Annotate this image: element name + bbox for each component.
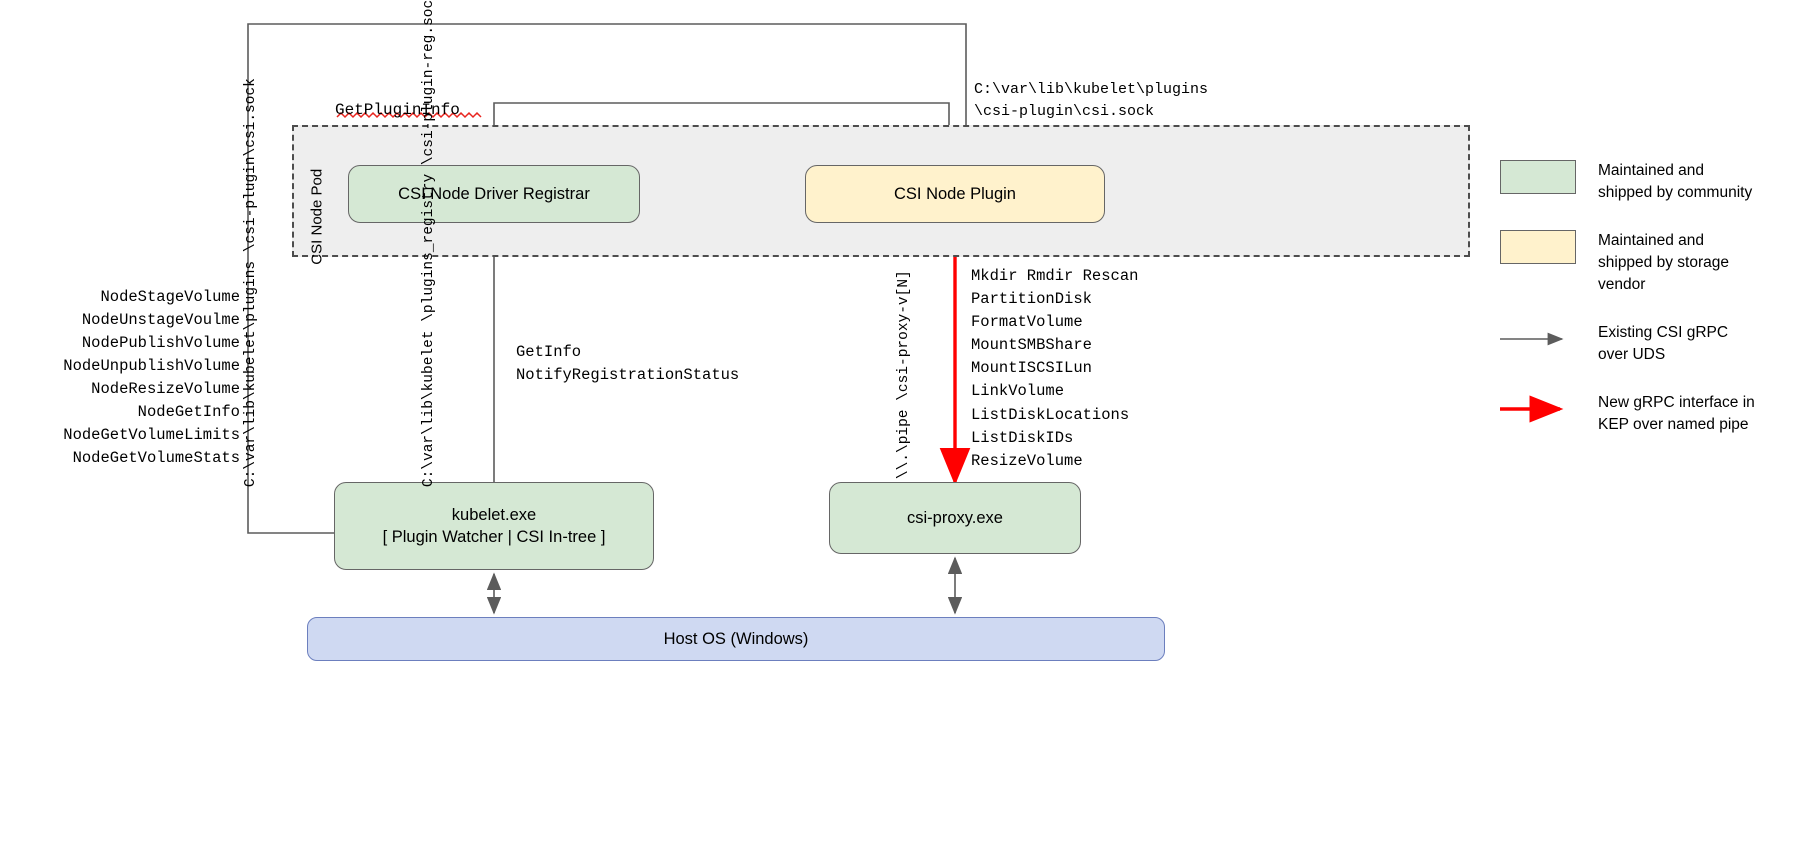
kubelet-exe-sublabel: [ Plugin Watcher | CSI In-tree ]	[382, 528, 606, 546]
csi-node-pod-label-wrap: CSI Node Pod	[308, 137, 330, 265]
legend-label-storage-vendor: Maintained and shipped by storage vendor	[1598, 232, 1729, 293]
node-plugin-socket-path-label: C:\var\lib\kubelet\plugins \csi-plugin\c…	[974, 81, 1209, 120]
legend-item-storage-vendor: Maintained and shipped by storage vendor	[1500, 230, 1800, 296]
csi-node-driver-registrar-label: CSI Node Driver Registrar	[398, 184, 590, 203]
legend-label-community: Maintained and shipped by community	[1598, 162, 1753, 201]
legend-arrow-red	[1500, 392, 1576, 426]
legend-item-existing-csi: Existing CSI gRPC over UDS	[1500, 322, 1800, 366]
registrar-grpc-calls-label: GetInfo NotifyRegistrationStatus	[516, 343, 740, 385]
legend: Maintained and shipped by community Main…	[1500, 160, 1800, 462]
csi-node-pod-label: CSI Node Pod	[308, 168, 326, 265]
csi-proxy-exe-box[interactable]: csi-proxy.exe	[829, 482, 1081, 554]
legend-label-new-grpc: New gRPC interface in KEP over named pip…	[1598, 394, 1755, 433]
get-plugin-info-label: GetPluginInfo	[335, 101, 460, 119]
host-os-label: Host OS (Windows)	[663, 629, 809, 648]
csi-node-driver-registrar-box[interactable]: CSI Node Driver Registrar	[348, 165, 640, 223]
node-service-calls-list: NodeStageVolume NodeUnstageVoulme NodePu…	[63, 288, 240, 467]
registrar-socket-path-label: C:\var\lib\kubelet\plugins \csi-plugin\c…	[242, 78, 259, 488]
kubelet-exe-box[interactable]: kubelet.exe [ Plugin Watcher | CSI In-tr…	[334, 482, 654, 570]
csi-proxy-exe-label: csi-proxy.exe	[907, 508, 1003, 527]
csi-proxy-calls-list: Mkdir Rmdir Rescan PartitionDisk FormatV…	[971, 267, 1139, 470]
legend-arrow-gray	[1500, 322, 1576, 356]
legend-swatch-green	[1500, 160, 1576, 194]
kubelet-exe-label: kubelet.exe	[451, 505, 537, 524]
named-pipe-label: \\.\pipe \csi-proxy-v[N]	[895, 270, 912, 480]
registry-socket-path-label: C:\var\lib\kubelet \plugins_registry \cs…	[420, 0, 437, 488]
legend-item-community: Maintained and shipped by community	[1500, 160, 1800, 204]
legend-swatch-yellow	[1500, 230, 1576, 264]
legend-label-existing-csi: Existing CSI gRPC over UDS	[1598, 324, 1729, 363]
legend-item-new-grpc: New gRPC interface in KEP over named pip…	[1500, 392, 1800, 436]
csi-node-plugin-box[interactable]: CSI Node Plugin	[805, 165, 1105, 223]
host-os-box[interactable]: Host OS (Windows)	[307, 617, 1165, 661]
csi-node-plugin-label: CSI Node Plugin	[894, 184, 1016, 203]
